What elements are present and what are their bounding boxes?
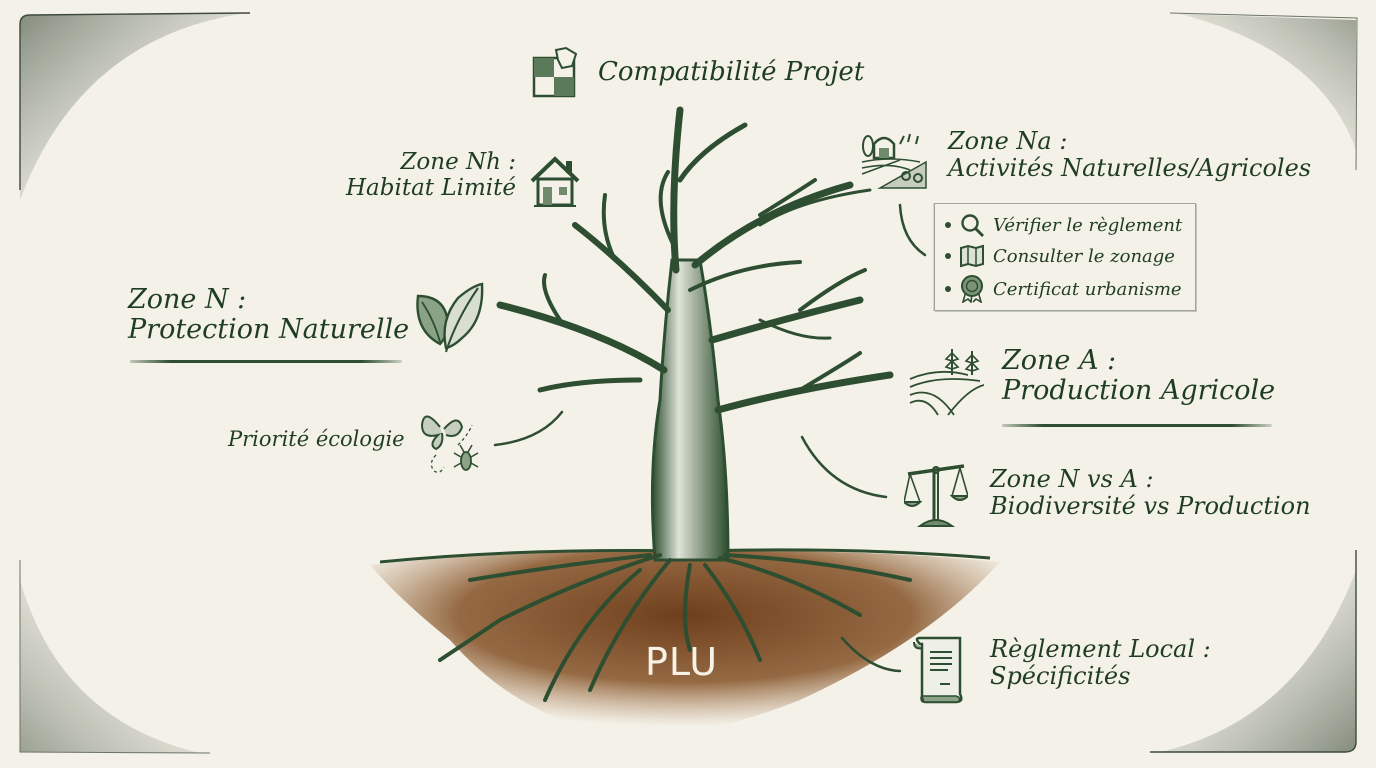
leaves-icon: [416, 282, 484, 353]
puzzle-icon: [532, 46, 578, 98]
bullet-icon: [945, 222, 951, 228]
node-zone-n-vs-a: Zone N vs A : Biodiversité vs Production: [990, 465, 1311, 520]
bullet-icon: [945, 286, 951, 292]
magnifier-icon: [961, 214, 985, 238]
soil-ground: [370, 551, 1000, 736]
wheat-field-icon: [909, 349, 984, 416]
checklist-box: Vérifier le règlement Consulter le zonag…: [934, 203, 1196, 311]
checklist-item-consulter: Consulter le zonage: [945, 244, 1175, 268]
checklist-item-verifier: Vérifier le règlement: [945, 212, 1182, 238]
farm-barn-icon: [861, 133, 927, 189]
certificate-rosette-icon: [961, 275, 983, 303]
house-icon: [530, 156, 580, 207]
bullet-icon: [945, 253, 951, 259]
node-zone-a: Zone A : Production Agricole: [1002, 345, 1276, 407]
checklist-item-certificat: Certificat urbanisme: [945, 275, 1182, 303]
node-priorite-ecologie: Priorité écologie: [228, 427, 405, 451]
underline-zone-n: [130, 360, 402, 363]
scroll-document-icon: [913, 636, 963, 704]
node-compatibilite-projet: Compatibilité Projet: [598, 57, 865, 87]
node-zone-na: Zone Na : Activités Naturelles/Agricoles: [948, 127, 1312, 182]
node-zone-n: Zone N : Protection Naturelle: [128, 284, 410, 346]
map-icon: [960, 244, 984, 268]
butterfly-insect-icon: [420, 415, 479, 473]
node-reglement-local: Règlement Local : Spécificités: [990, 635, 1211, 690]
underline-zone-a: [1002, 424, 1272, 427]
root-label-plu: PLU: [645, 640, 719, 684]
balance-scale-icon: [904, 464, 968, 527]
node-zone-nh: Zone Nh : Habitat Limité: [345, 149, 516, 201]
